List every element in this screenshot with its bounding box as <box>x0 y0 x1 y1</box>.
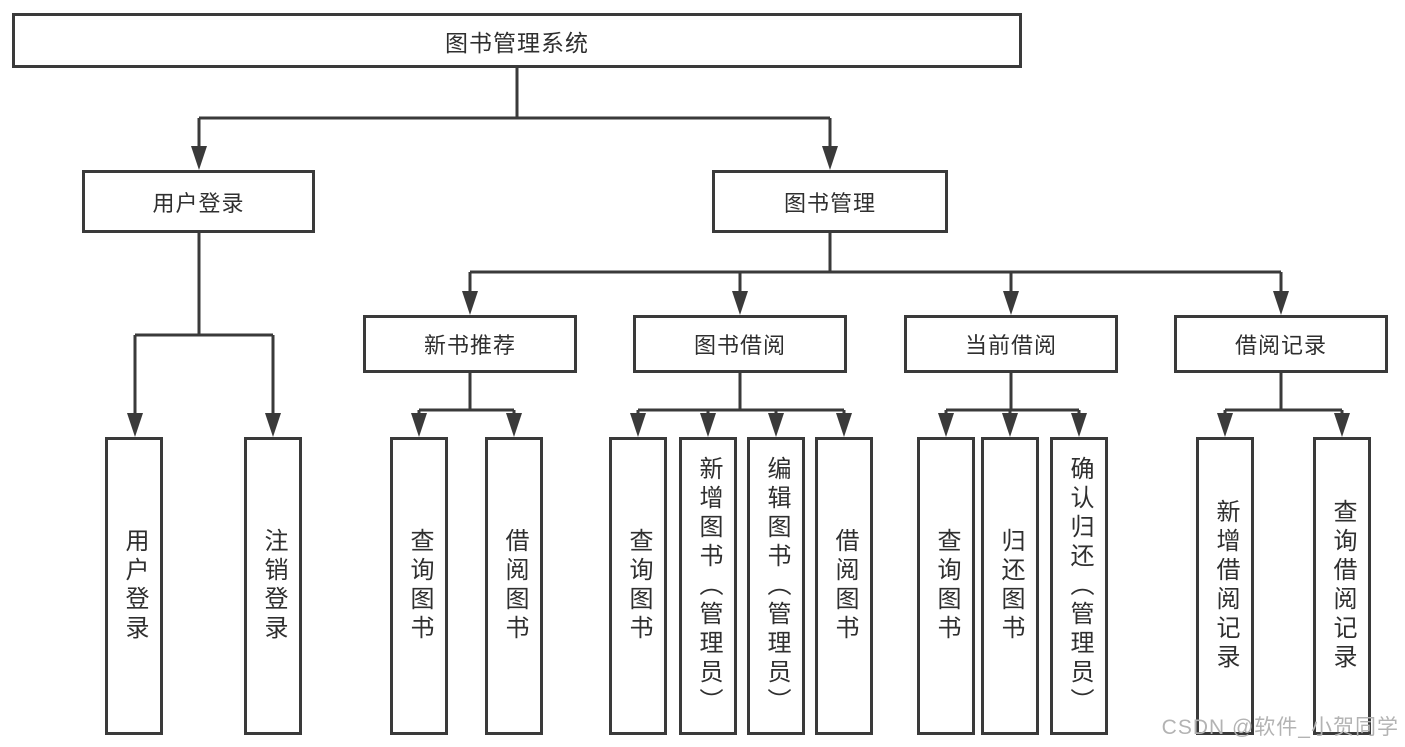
node-label: 查询图书 <box>933 528 960 644</box>
node-root: 图书管理系统 <box>12 13 1022 68</box>
node-label: 图书借阅 <box>693 333 786 358</box>
node-user-login-branch: 用户登录 <box>82 170 315 233</box>
node-label: 查询借阅记录 <box>1329 499 1356 673</box>
node-label: 归还图书 <box>997 528 1024 644</box>
node-book-borrow: 图书借阅 <box>633 315 847 373</box>
node-label: 借阅记录 <box>1234 333 1327 358</box>
node-label: 查询图书 <box>406 528 433 644</box>
node-label: 编辑图书（管理员） <box>763 455 790 717</box>
node-label: 借阅图书 <box>501 528 528 644</box>
node-root-label: 图书管理系统 <box>445 29 589 56</box>
node-leaf-query-books-3: 查询图书 <box>917 437 975 735</box>
node-label: 借阅图书 <box>831 528 858 644</box>
node-book-management-branch: 图书管理 <box>712 170 948 233</box>
node-label: 新增图书（管理员） <box>695 455 722 717</box>
node-leaf-add-borrow-record: 新增借阅记录 <box>1196 437 1254 735</box>
node-label: 确认归还（管理员） <box>1066 455 1093 717</box>
arrowheads <box>127 146 1350 437</box>
node-label: 注销登录 <box>260 528 287 644</box>
node-label: 新书推荐 <box>423 333 516 358</box>
node-label: 图书管理 <box>783 190 876 216</box>
node-leaf-edit-book-admin: 编辑图书（管理员） <box>747 437 805 735</box>
node-leaf-confirm-return-admin: 确认归还（管理员） <box>1050 437 1108 735</box>
node-leaf-borrow-books-2: 借阅图书 <box>815 437 873 735</box>
node-leaf-query-borrow-record: 查询借阅记录 <box>1313 437 1371 735</box>
node-leaf-user-login: 用户登录 <box>105 437 163 735</box>
node-label: 用户登录 <box>152 190 245 216</box>
node-leaf-query-books-1: 查询图书 <box>390 437 448 735</box>
node-leaf-add-book-admin: 新增图书（管理员） <box>679 437 737 735</box>
node-current-borrow: 当前借阅 <box>904 315 1118 373</box>
csdn-watermark: CSDN @软件_小贺同学 <box>1161 716 1399 739</box>
node-leaf-logout: 注销登录 <box>244 437 302 735</box>
node-label: 查询图书 <box>625 528 652 644</box>
node-leaf-return-book: 归还图书 <box>981 437 1039 735</box>
node-new-book-recommend: 新书推荐 <box>363 315 577 373</box>
node-label: 当前借阅 <box>964 333 1057 358</box>
node-leaf-borrow-books-1: 借阅图书 <box>485 437 543 735</box>
node-label: 用户登录 <box>121 528 148 644</box>
node-leaf-query-books-2: 查询图书 <box>609 437 667 735</box>
node-label: 新增借阅记录 <box>1212 499 1239 673</box>
node-borrow-records: 借阅记录 <box>1174 315 1388 373</box>
